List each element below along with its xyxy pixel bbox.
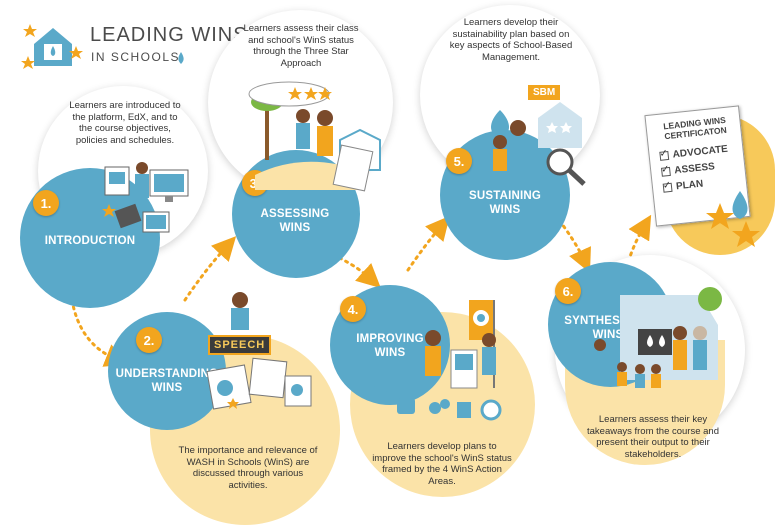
stage-4-title-line1: IMPROVING <box>356 333 424 345</box>
stage-5-title-line2: WINS <box>489 204 521 216</box>
stage-1-description: Learners are introduced to the platform,… <box>69 100 181 146</box>
water-drop-icon <box>178 52 184 64</box>
stage-4-number: 4. <box>340 296 366 322</box>
arrow-3-to-4 <box>318 248 381 289</box>
logo-subtitle: IN SCHOOLS <box>91 50 181 64</box>
certificate-item-assess: ASSESS <box>660 161 716 178</box>
stage-2-number: 2. <box>136 327 162 353</box>
stage-6-description: Learners assess their key takeaways from… <box>586 414 719 460</box>
stage-6-number: 6. <box>555 278 581 304</box>
logo-house-icon <box>21 24 83 69</box>
stage-3-title-line2: WINS <box>279 222 311 234</box>
check-icon <box>660 166 671 177</box>
arrow-4-to-5 <box>406 215 450 272</box>
stage-1-title: INTRODUCTION <box>44 235 136 247</box>
stage-3-title-line1: ASSESSING <box>260 208 330 220</box>
arrow-5-to-6 <box>553 213 591 273</box>
stage-5-title-line1: SUSTAINING <box>468 190 542 202</box>
certificate-stars-icon <box>706 191 760 247</box>
certificate-item-plan: PLAN <box>662 179 704 194</box>
certificate-item-advocate: ADVOCATE <box>659 144 728 162</box>
speech-sign: SPEECH <box>208 335 272 355</box>
stage-2-title-line2: WINS <box>151 382 183 394</box>
stage-2-description: The importance and relevance of WASH in … <box>178 445 318 491</box>
stage-4-title-line2: WINS <box>374 347 406 359</box>
certificate-item-label: ADVOCATE <box>672 143 729 161</box>
stage-2-circle <box>108 312 226 430</box>
stage-2-illustration <box>206 292 312 410</box>
stage-5-description: Learners develop their sustainability pl… <box>449 17 573 63</box>
stage-6-illustration <box>594 287 722 388</box>
stage-4-description: Learners develop plans to improve the sc… <box>372 441 512 487</box>
arrow-2-to-3 <box>183 236 237 302</box>
stage-1-number: 1. <box>33 190 59 216</box>
check-icon <box>659 150 670 161</box>
certificate-item-label: ASSESS <box>673 161 716 177</box>
stage-3-illustration <box>248 81 381 192</box>
arrow-6-to-cert <box>623 214 652 277</box>
logo-title: LEADING WINS <box>90 24 248 46</box>
stage-5-number: 5. <box>446 148 472 174</box>
stage-3-description: Learners assess their class and school's… <box>243 23 359 69</box>
check-icon <box>662 182 673 193</box>
stage-5-illustration <box>491 102 586 186</box>
stage-4-illustration <box>372 300 502 421</box>
sbm-banner: SBM <box>528 85 561 100</box>
certificate-title: LEADING WINS CERTIFICATON <box>662 114 728 141</box>
stage-2-title-line1: UNDERSTANDING <box>115 368 219 380</box>
stage-1-illustration <box>102 162 189 233</box>
stage-6-title-line2: WINS <box>592 329 624 341</box>
